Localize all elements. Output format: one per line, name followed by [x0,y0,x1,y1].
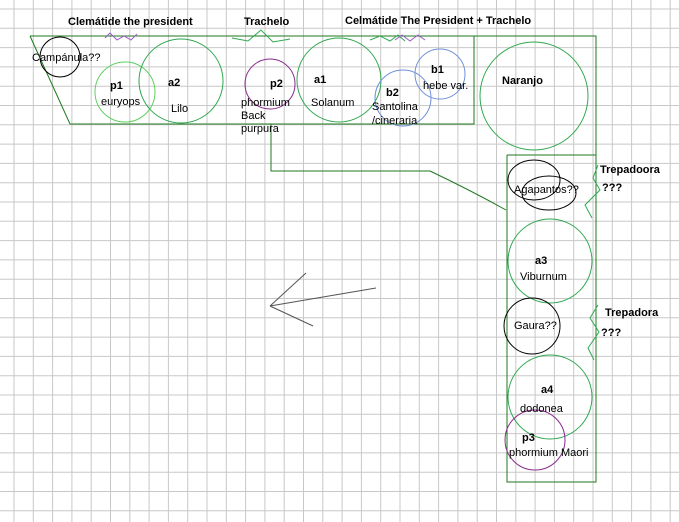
naranjo-circle [479,41,589,151]
a3-name: Viburnum [520,271,567,283]
b2-name-1: Santolina [372,101,419,113]
arrow-head-top [269,272,307,307]
p3-name: phormium Maori [509,447,588,459]
b1-name: hebe var. [423,80,468,92]
b2-circle [374,69,432,127]
agapantos-circle-1 [507,159,561,201]
b2-name-2: /cineraria [372,115,418,127]
p2-code: p2 [270,78,283,90]
agapantos-circle-2 [521,175,577,211]
gaura-circle [503,297,561,355]
campanula-circle [39,36,81,78]
p2-name-1: phormium [241,97,290,109]
bed-outlines [29,35,597,483]
vine-left [104,32,138,41]
header-label-right: Celmátide The President + Trachelo [345,15,531,27]
direction-arrow [269,272,377,327]
naranjo-label: Naranjo [502,75,543,87]
p2-name-3: purpura [241,123,280,135]
p1-code: p1 [110,80,123,92]
campanula-label: Campánula?? [32,52,101,64]
agapantos-label: Agapantos?? [514,184,579,196]
p1-circle [94,61,156,123]
climber-top-vine [584,164,601,219]
a2-name: Lilo [171,103,188,115]
p3-code: p3 [522,432,535,444]
vine-right-purple [394,34,426,42]
climber-bottom-label: Trepadora [605,307,659,319]
b1-circle [414,48,466,100]
a1-circle [296,37,382,123]
vine-right-green [369,34,406,42]
a1-name: Solanum [311,97,354,109]
header-label-left: Clemátide the president [68,16,193,28]
a3-code: a3 [535,255,547,267]
vines [104,29,601,361]
p1-name: euryops [101,96,141,108]
climber-bottom-vine [587,304,600,361]
a3-circle [507,218,593,304]
p3-circle [504,409,566,471]
path-edge [270,124,507,211]
plant-circles [39,36,593,471]
climber-bottom-question: ??? [601,327,621,339]
vine-middle [231,29,291,43]
p2-circle [244,58,296,110]
a2-circle [138,38,224,124]
a4-circle [507,354,593,440]
a4-name: dodonea [520,403,564,415]
header-label-middle: Trachelo [244,16,290,28]
a2-code: a2 [168,77,180,89]
a1-code: a1 [314,74,326,86]
arrow-shaft [269,287,377,307]
a4-code: a4 [541,384,554,396]
arrow-head-bottom [269,305,314,327]
side-bed-outline [506,154,597,483]
b1-code: b1 [431,64,444,76]
climber-top-question: ??? [602,182,622,194]
p2-name-2: Back [241,110,266,122]
climber-top-label: Trepadoora [600,164,661,176]
b2-code: b2 [386,87,399,99]
gaura-label: Gaura?? [514,320,557,332]
corner-bed-outline [474,35,597,155]
